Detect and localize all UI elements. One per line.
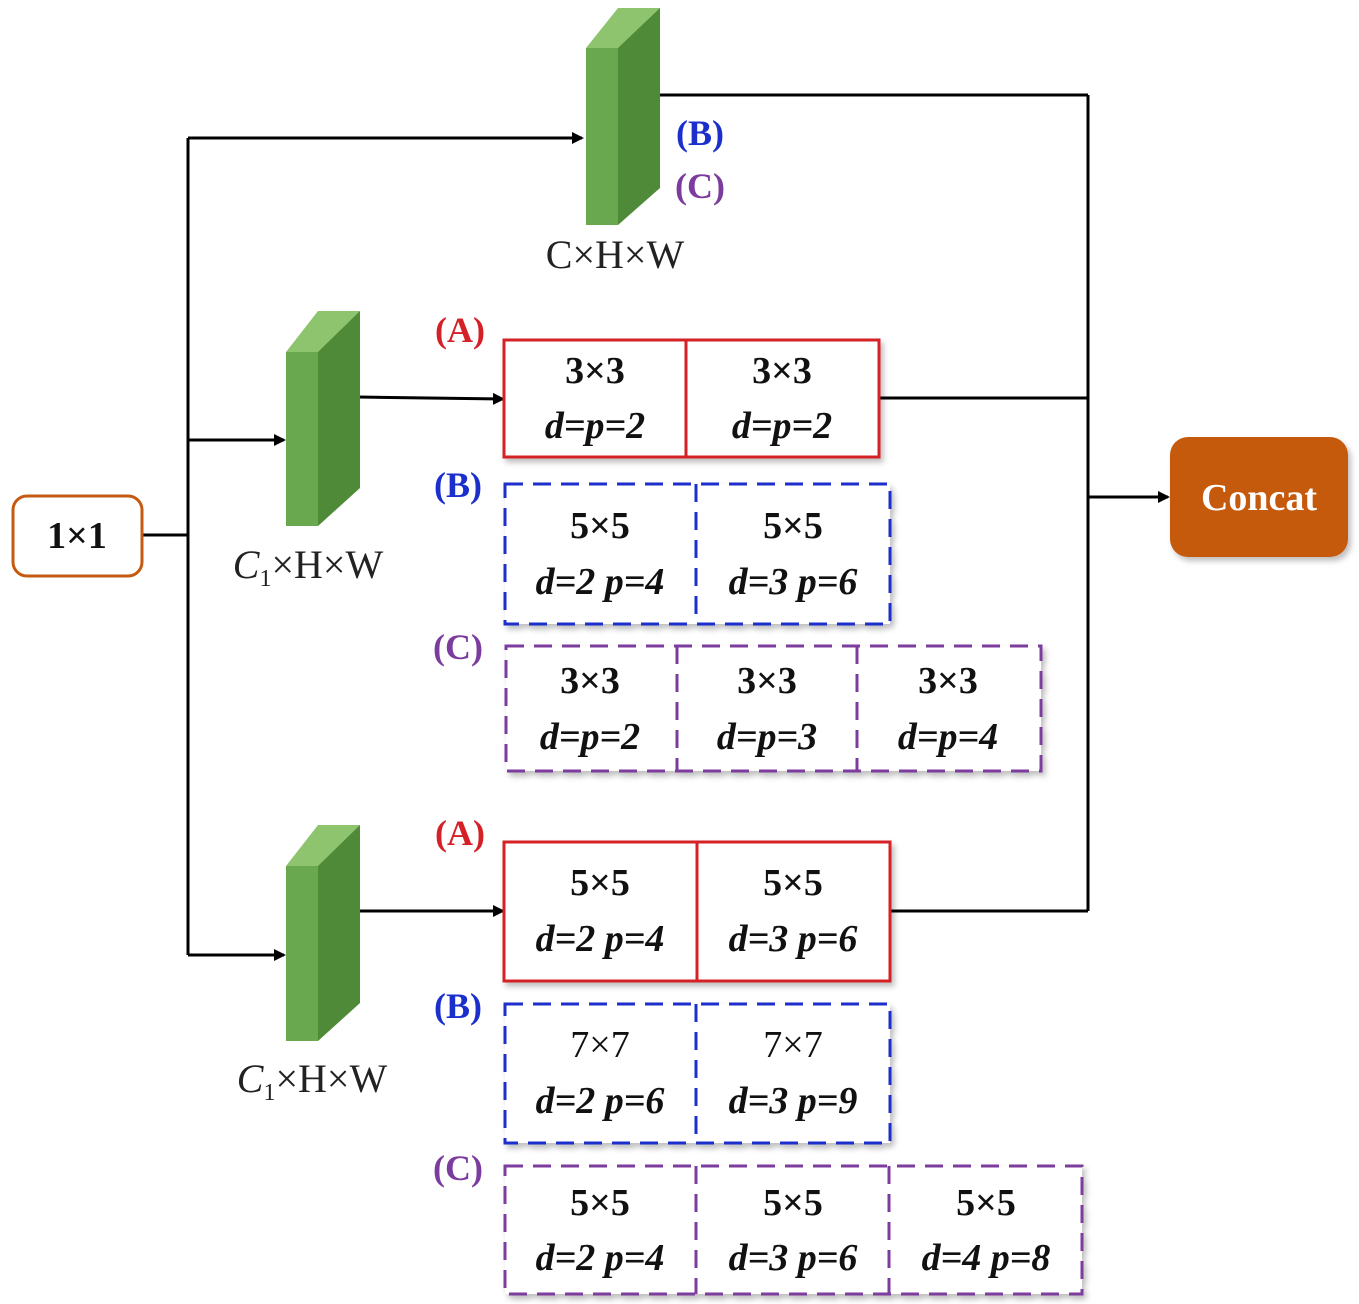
bottom-block-top-face (286, 825, 360, 866)
group1-tag-a: (A) (435, 310, 485, 350)
group1-row-c: (C) 3×3 d=p=2 3×3 d=p=3 3×3 d=p=4 (433, 627, 1043, 773)
bottom-block-dim-label: C1×H×W (237, 1056, 388, 1106)
group2-b-cell1-param: d=2 p=6 (536, 1080, 665, 1122)
connectors (142, 93, 1170, 961)
top-block-dim-label: C×H×W (546, 232, 685, 277)
group1-c-cell1-param: d=p=2 (540, 716, 640, 758)
group2-row-c: (C) 5×5 d=2 p=4 5×5 d=3 p=6 5×5 d=4 p=8 (433, 1148, 1084, 1296)
group1-tag-b: (B) (434, 465, 482, 505)
bottom-block-side-face (318, 825, 360, 1041)
concat-node-box (1170, 437, 1348, 557)
concat-node-label: Concat (1201, 477, 1317, 519)
group2-a-cell1-param: d=2 p=4 (536, 918, 665, 960)
group2-c-cell2-param: d=3 p=6 (729, 1237, 858, 1279)
group1-a-cell2-param: d=p=2 (732, 405, 832, 447)
group1-c-frame (504, 644, 1043, 773)
group1-c-cell3-param: d=p=4 (898, 716, 998, 758)
group2-c-frame (503, 1164, 1084, 1296)
input-node-label: 1×1 (47, 515, 107, 557)
mid-block-front-face (286, 352, 318, 526)
group2-tag-a: (A) (435, 813, 485, 853)
group1-c-cell2-param: d=p=3 (717, 716, 817, 758)
bottom-block-front-face (286, 866, 318, 1041)
group1-a-cell1-param: d=p=2 (545, 405, 645, 447)
top-block-top-face (586, 8, 660, 48)
mid-block-dim-label: C1×H×W (233, 542, 384, 592)
group1-row-b: (B) 5×5 d=2 p=4 5×5 d=3 p=6 (434, 465, 892, 626)
group2-a-cell1-size: 5×5 (570, 862, 630, 904)
arrow-to-group1 (357, 392, 505, 405)
group2-a-cell2-size: 5×5 (763, 862, 823, 904)
concat-node: Concat (1170, 437, 1348, 557)
top-block-side-face (618, 8, 660, 225)
group2-c-cell1-param: d=2 p=4 (536, 1237, 665, 1279)
group1-row-a: (A) 3×3 d=p=2 3×3 d=p=2 (435, 310, 881, 459)
group1-b-cell1-size: 5×5 (570, 505, 630, 547)
mid-block-top-face (286, 311, 360, 352)
group1-tag-c: (C) (433, 627, 483, 667)
group2-b-cell2-size: 7×7 (763, 1024, 822, 1066)
group2-tag-c: (C) (433, 1148, 483, 1188)
group2-row-b: (B) 7×7 d=2 p=6 7×7 d=3 p=9 (434, 986, 892, 1145)
group1-a-cell2-size: 3×3 (752, 350, 812, 392)
mid-block-side-face (318, 311, 360, 526)
input-node-box (11, 494, 144, 578)
group2-a-cell2-param: d=3 p=6 (729, 918, 858, 960)
group2-b-cell1-size: 7×7 (570, 1024, 629, 1066)
group1-c-cell2-size: 3×3 (737, 660, 797, 702)
input-node: 1×1 (11, 494, 144, 578)
group1-b-cell2-size: 5×5 (763, 505, 823, 547)
top-block-tag-c: (C) (675, 166, 725, 206)
group2-b-cell2-param: d=3 p=9 (729, 1080, 858, 1122)
group1-c-cell1-size: 3×3 (560, 660, 620, 702)
group2-c-cell1-size: 5×5 (570, 1182, 630, 1224)
group1-a-cell1-size: 3×3 (565, 350, 625, 392)
top-block-tag-b: (B) (676, 113, 724, 153)
group1-b-cell1-param: d=2 p=4 (536, 561, 665, 603)
group2-tag-b: (B) (434, 986, 482, 1026)
group1-a-frame (502, 338, 881, 459)
top-feature-block: (B) (C) C×H×W (546, 8, 725, 277)
group2-c-cell3-size: 5×5 (956, 1182, 1016, 1224)
group1-c-cell3-size: 3×3 (918, 660, 978, 702)
bottom-feature-block: C1×H×W (237, 825, 388, 1106)
top-block-front-face (586, 48, 618, 225)
mid-feature-block: C1×H×W (233, 311, 384, 592)
group2-row-a: (A) 5×5 d=2 p=4 5×5 d=3 p=6 (435, 813, 892, 983)
group2-c-cell2-size: 5×5 (763, 1182, 823, 1224)
group2-c-cell3-param: d=4 p=8 (922, 1237, 1051, 1279)
group1-b-cell2-param: d=3 p=6 (729, 561, 858, 603)
